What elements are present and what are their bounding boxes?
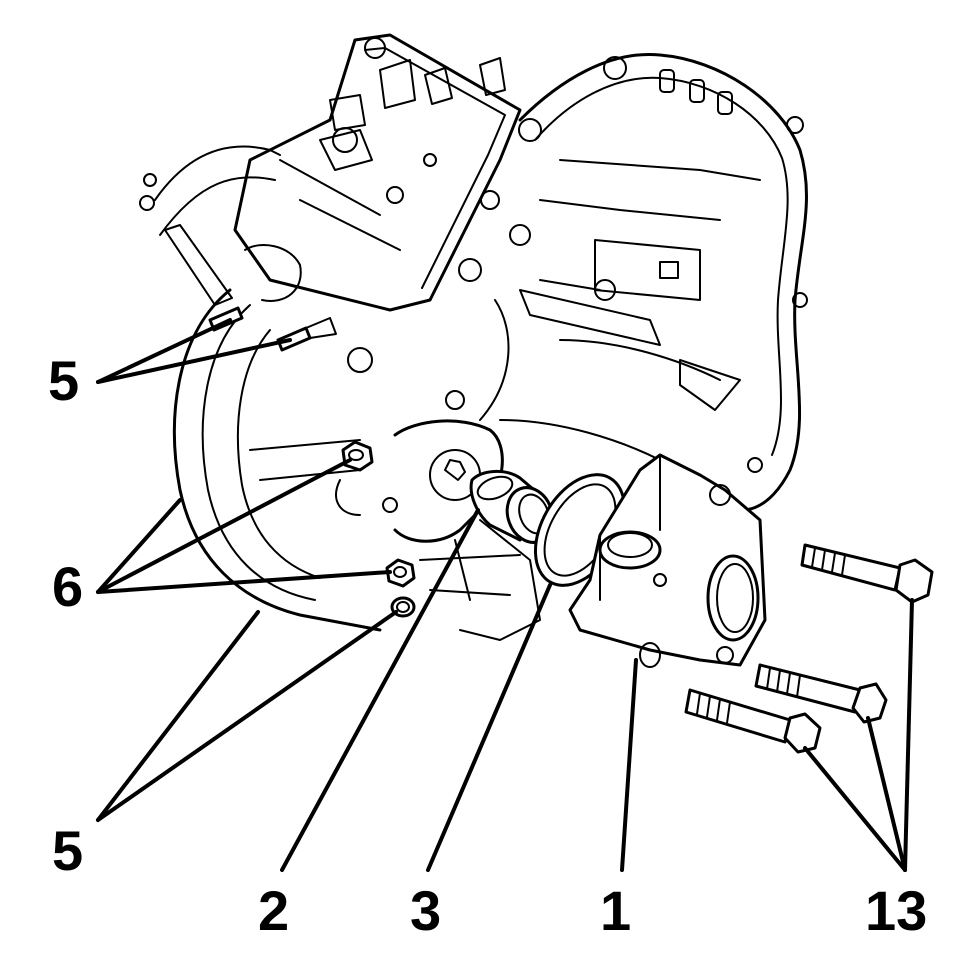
gearbox-housing xyxy=(139,33,808,641)
callout-3: 3 xyxy=(410,879,441,942)
bolt-bottom xyxy=(684,688,822,754)
callout-2: 2 xyxy=(258,879,289,942)
callout-1: 1 xyxy=(600,879,631,942)
stud-part-5-upper xyxy=(208,306,337,352)
callout-5-lower: 5 xyxy=(52,819,83,882)
bolt-top xyxy=(800,543,934,604)
bolt-middle xyxy=(754,663,888,724)
drain-plug-part-6 xyxy=(341,440,416,588)
callout-6: 6 xyxy=(52,555,83,618)
output-housing-part-1 xyxy=(568,453,767,668)
callout-13: 13 xyxy=(865,879,927,942)
callout-5-upper: 5 xyxy=(48,349,79,412)
bolts-part-13 xyxy=(684,543,934,754)
leader-lines xyxy=(96,318,914,872)
